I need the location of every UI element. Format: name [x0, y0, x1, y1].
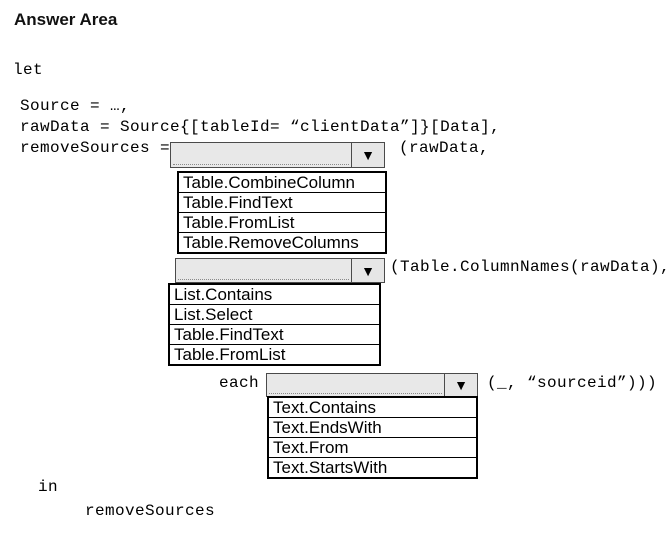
code-in-keyword: in	[38, 478, 59, 496]
dropdown-1-list: Table.CombineColumn Table.FindText Table…	[177, 171, 387, 254]
list-item[interactable]: Text.Contains	[269, 398, 476, 417]
dropdown-arrow-icon: ▼	[361, 262, 375, 279]
page-title: Answer Area	[14, 10, 118, 29]
dropdown-1-combobox[interactable]: ▼	[170, 142, 385, 168]
dropdown-1-arrow-button[interactable]: ▼	[351, 143, 384, 167]
code-each-keyword: each	[219, 374, 260, 392]
dropdown-3-arrow-button[interactable]: ▼	[444, 374, 477, 396]
code-let-keyword: let	[13, 61, 44, 79]
dropdown-1-selected-value[interactable]	[171, 143, 351, 167]
dropdown-2-combobox[interactable]: ▼	[175, 258, 385, 283]
dropdown-arrow-icon: ▼	[454, 377, 468, 393]
dropdown-arrow-icon: ▼	[361, 147, 375, 163]
code-source-line: Source = …,	[20, 97, 131, 115]
list-item[interactable]: List.Select	[170, 304, 379, 324]
code-after-dropdown-3: (_, “sourceid”)))	[487, 374, 658, 392]
dropdown-3-list: Text.Contains Text.EndsWith Text.From Te…	[267, 396, 478, 479]
dropdown-2-selected-value[interactable]	[176, 259, 351, 282]
dropdown-2-arrow-button[interactable]: ▼	[351, 259, 384, 282]
list-item[interactable]: List.Contains	[170, 285, 379, 304]
code-after-dropdown-1: (rawData,	[399, 139, 490, 157]
list-item[interactable]: Text.From	[269, 437, 476, 457]
code-result-line: removeSources	[85, 502, 216, 520]
dropdown-3-selected-value[interactable]	[267, 374, 444, 396]
list-item[interactable]: Table.CombineColumn	[179, 173, 385, 192]
list-item[interactable]: Text.EndsWith	[269, 417, 476, 437]
code-removesources-lhs: removeSources =	[20, 139, 171, 157]
list-item[interactable]: Text.StartsWith	[269, 457, 476, 477]
list-item[interactable]: Table.FromList	[170, 344, 379, 364]
list-item[interactable]: Table.FromList	[179, 212, 385, 232]
dropdown-2-list: List.Contains List.Select Table.FindText…	[168, 283, 381, 366]
list-item[interactable]: Table.RemoveColumns	[179, 232, 385, 252]
code-rawdata-line: rawData = Source{[tableId= “clientData”]…	[20, 118, 501, 136]
list-item[interactable]: Table.FindText	[170, 324, 379, 344]
code-after-dropdown-2: (Table.ColumnNames(rawData),	[390, 258, 667, 276]
list-item[interactable]: Table.FindText	[179, 192, 385, 212]
dropdown-3-combobox[interactable]: ▼	[266, 373, 478, 397]
